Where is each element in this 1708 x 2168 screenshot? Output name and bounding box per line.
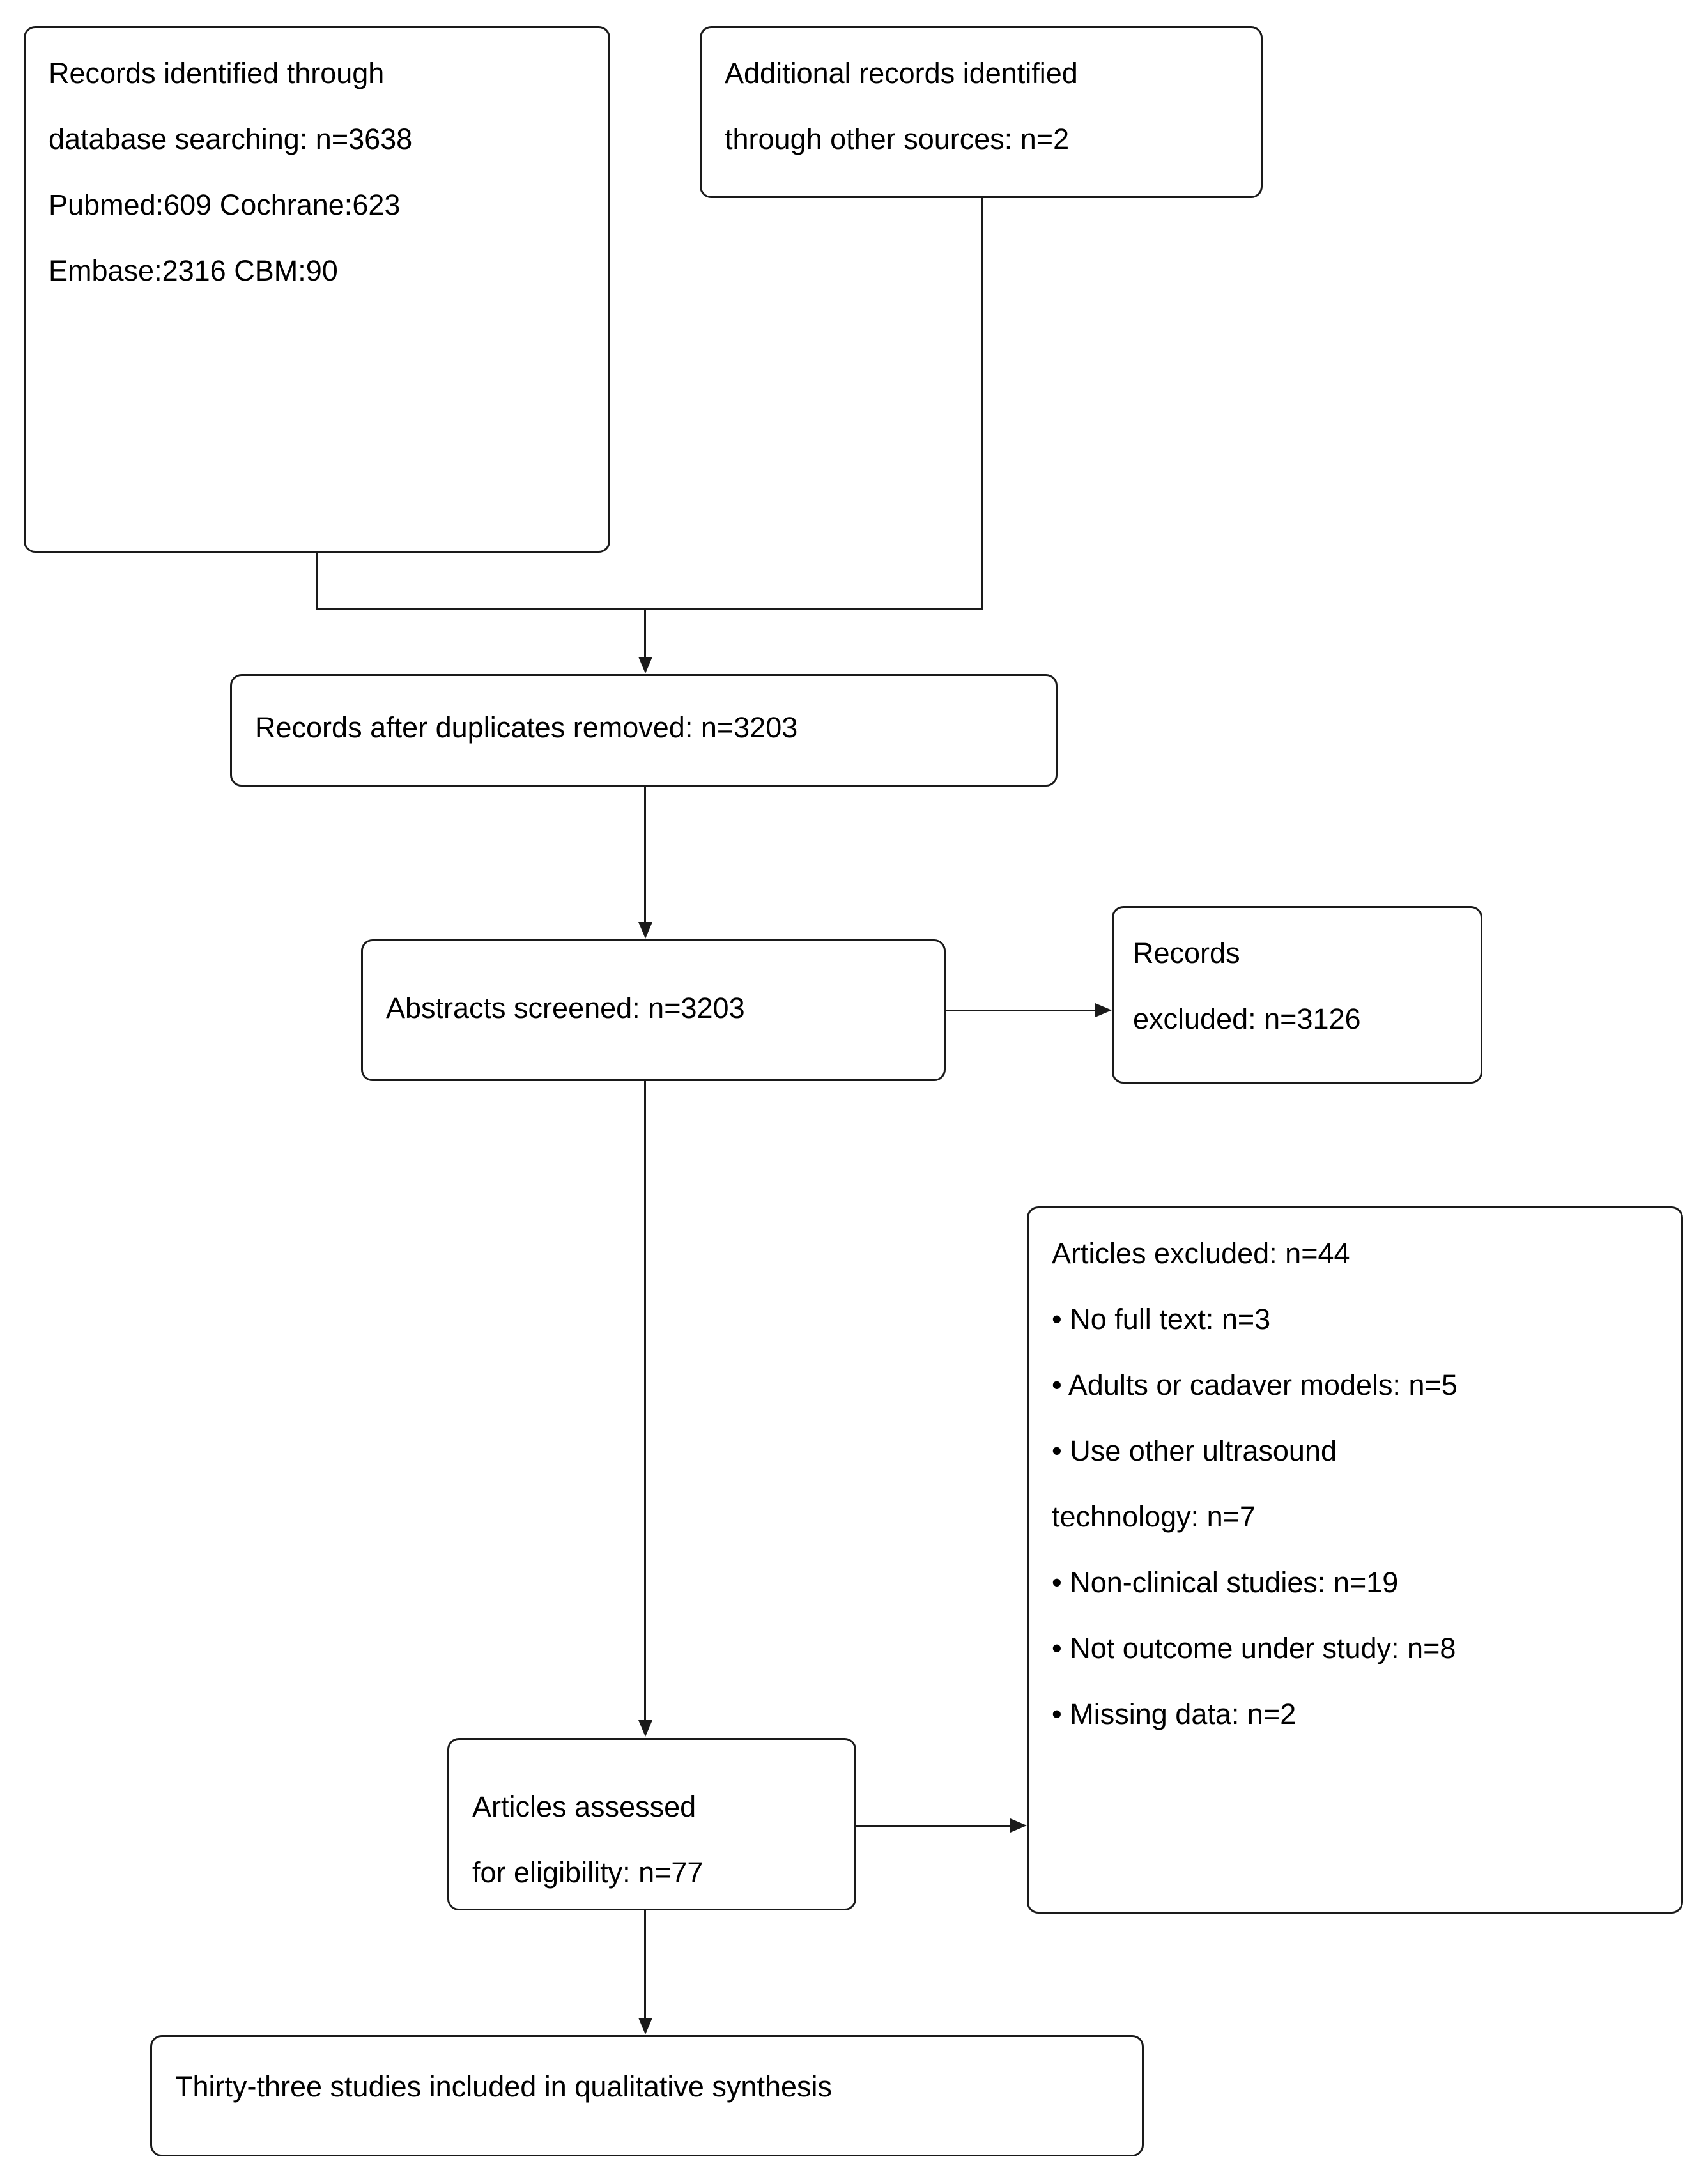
node-line: through other sources: n=2: [725, 123, 1070, 155]
node-records-after-duplicates-removed[interactable]: Records after duplicates removed: n=3203: [230, 674, 1058, 787]
node-line: Pubmed:609 Cochrane:623: [49, 188, 401, 221]
node-line: • Missing data: n=2: [1052, 1698, 1296, 1730]
node-text-block: Additional records identified through ot…: [725, 59, 1261, 190]
node-line: database searching: n=3638: [49, 123, 413, 155]
node-text-block: Thirty-three studies included in qualita…: [175, 2072, 1142, 2101]
node-articles-assessed-for-eligibility[interactable]: Articles assessed for eligibility: n=77: [447, 1738, 856, 1910]
connector-merge-bar: [316, 608, 983, 610]
node-line: Thirty-three studies included in qualita…: [175, 2070, 833, 2103]
connector-eligibility-to-articles-excluded: [856, 1825, 1011, 1827]
node-line: excluded: n=3126: [1133, 1003, 1361, 1035]
node-line: • No full text: n=3: [1052, 1303, 1271, 1335]
node-line: Abstracts screened: n=3203: [386, 992, 745, 1024]
connector-duplicates-to-screened: [644, 787, 646, 923]
node-studies-included-qualitative-synthesis[interactable]: Thirty-three studies included in qualita…: [150, 2035, 1144, 2156]
node-line: • Non-clinical studies: n=19: [1052, 1566, 1399, 1599]
arrowhead-duplicates-to-screened: [638, 922, 652, 939]
node-line: technology: n=7: [1052, 1500, 1256, 1533]
node-additional-records-other-sources[interactable]: Additional records identified through ot…: [700, 26, 1263, 198]
node-records-excluded[interactable]: Records excluded: n=3126: [1112, 906, 1482, 1084]
node-articles-excluded[interactable]: Articles excluded: n=44 • No full text: …: [1027, 1206, 1683, 1914]
connector-screened-to-eligibility: [644, 1081, 646, 1721]
node-line: Embase:2316 CBM:90: [49, 254, 338, 287]
node-text-block: Articles assessed for eligibility: n=77: [472, 1792, 854, 1924]
node-line: Records identified through: [49, 57, 385, 89]
node-text-block: Articles excluded: n=44 • No full text: …: [1052, 1239, 1681, 1765]
node-line: Records after duplicates removed: n=3203: [255, 711, 798, 744]
arrowhead-merge-to-duplicates: [638, 657, 652, 673]
node-line: Additional records identified: [725, 57, 1078, 89]
node-text-block: Abstracts screened: n=3203: [386, 994, 944, 1022]
arrowhead-screened-to-records-excluded: [1095, 1003, 1112, 1017]
node-line: Records: [1133, 937, 1240, 969]
node-line: Articles excluded: n=44: [1052, 1237, 1350, 1270]
node-abstracts-screened[interactable]: Abstracts screened: n=3203: [361, 939, 946, 1081]
node-text-block: Records after duplicates removed: n=3203: [255, 713, 1056, 742]
node-line: • Adults or cadaver models: n=5: [1052, 1369, 1458, 1401]
connector-eligibility-to-included: [644, 1910, 646, 2018]
node-line: • Not outcome under study: n=8: [1052, 1632, 1456, 1664]
arrowhead-eligibility-to-included: [638, 2018, 652, 2034]
arrowhead-eligibility-to-articles-excluded: [1010, 1818, 1027, 1833]
node-records-identified-database[interactable]: Records identified through database sear…: [24, 26, 610, 553]
connector-screened-to-records-excluded: [946, 1010, 1096, 1011]
node-line: • Use other ultrasound: [1052, 1434, 1337, 1467]
connector-other-sources-to-merge: [981, 198, 983, 610]
arrowhead-screened-to-eligibility: [638, 1720, 652, 1737]
node-text-block: Records excluded: n=3126: [1133, 939, 1481, 1070]
node-line: for eligibility: n=77: [472, 1856, 704, 1889]
node-text-block: Records identified through database sear…: [49, 59, 608, 322]
node-line: Articles assessed: [472, 1790, 696, 1823]
connector-database-to-merge: [316, 553, 318, 610]
connector-merge-to-duplicates: [644, 608, 646, 658]
